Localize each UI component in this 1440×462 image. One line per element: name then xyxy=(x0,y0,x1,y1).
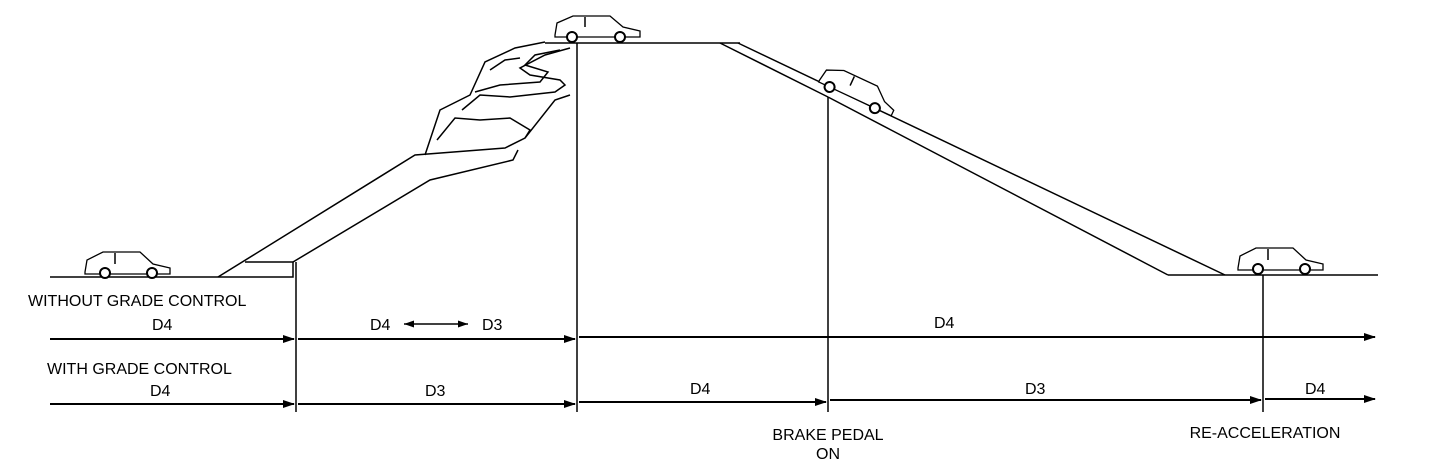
event-labels: BRAKE PEDAL ON RE-ACCELERATION xyxy=(772,425,1340,462)
gear-label: D4 xyxy=(934,315,955,332)
car-icon xyxy=(554,15,641,43)
car-icon xyxy=(1237,247,1324,275)
winding-road-2 xyxy=(461,47,571,111)
row-label-without: WITHOUT GRADE CONTROL xyxy=(28,293,246,310)
winding-road-1 xyxy=(436,117,532,141)
car-icon xyxy=(817,69,895,117)
car-icon xyxy=(84,251,171,279)
uphill-road-edge-inner xyxy=(292,149,519,263)
uphill-road-edge-outer xyxy=(217,94,571,278)
gear-label: D3 xyxy=(1025,381,1046,398)
brake-pedal-label: BRAKE PEDAL xyxy=(772,427,883,444)
winding-road-3 xyxy=(474,49,561,93)
downhill-edge-inner xyxy=(827,96,1169,276)
gear-label: D3 xyxy=(425,383,446,400)
downhill-edge-inner-top xyxy=(719,42,829,98)
reacceleration-label: RE-ACCELERATION xyxy=(1190,425,1341,442)
gear-label: D4 xyxy=(370,317,391,334)
section-dividers xyxy=(295,43,1264,412)
gear-label: D4 xyxy=(150,383,171,400)
gear-label: D4 xyxy=(152,317,173,334)
row-with-grade-control: WITH GRADE CONTROL D4 D3 D4 D3 D4 xyxy=(47,361,1376,408)
terrain xyxy=(50,41,1378,278)
row-label-with: WITH GRADE CONTROL xyxy=(47,361,232,378)
row-without-grade-control: WITHOUT GRADE CONTROL D4 D4 D3 D4 xyxy=(28,293,1376,343)
gear-label: D4 xyxy=(690,381,711,398)
gear-label: D3 xyxy=(482,317,503,334)
brake-pedal-on-label: ON xyxy=(816,446,840,462)
gear-label: D4 xyxy=(1305,381,1326,398)
hill-foot-block xyxy=(222,261,294,278)
winding-road-4 xyxy=(489,57,521,71)
downhill-edge-outer xyxy=(737,42,1226,276)
mountain-outline xyxy=(424,41,546,156)
